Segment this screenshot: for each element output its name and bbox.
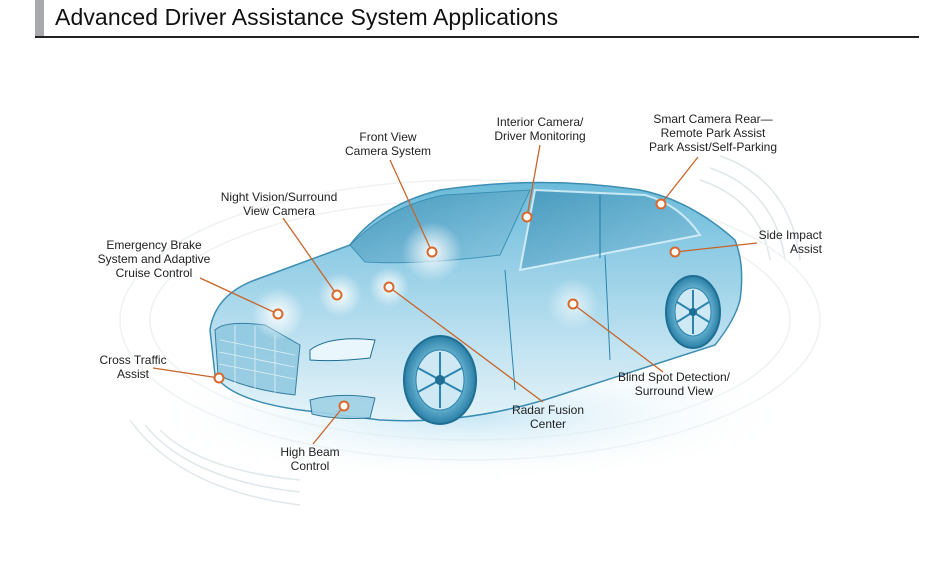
label-emergency-brake: Emergency Brake System and Adaptive Crui… [97, 238, 211, 280]
marker-side-impact [669, 246, 681, 258]
marker-radar-fusion [383, 281, 395, 293]
car-illustration [209, 181, 743, 425]
door-line [504, 254, 611, 391]
rear-wheel [665, 275, 721, 349]
leader-emergency-brake [199, 277, 279, 315]
label-smart-camera-rear: Smart Camera Rear— Remote Park Assist Pa… [648, 112, 778, 154]
marker-interior-camera [521, 211, 533, 223]
leader-lines [152, 144, 758, 445]
marker-high-beam [338, 400, 350, 412]
page-title: Advanced Driver Assistance System Applic… [55, 4, 559, 30]
marker-night-vision [331, 289, 343, 301]
leader-side-impact [674, 242, 758, 253]
leader-radar-fusion [388, 286, 544, 403]
title-bar: Advanced Driver Assistance System Applic… [35, 0, 919, 38]
label-night-vision: Night Vision/Surround View Camera [220, 190, 338, 218]
marker-front-view-camera [426, 246, 438, 258]
label-cross-traffic: Cross Traffic Assist [99, 353, 167, 381]
label-side-impact: Side Impact Assist [758, 228, 822, 256]
side-windows [518, 188, 702, 272]
label-blind-spot: Blind Spot Detection/ Surround View [617, 370, 731, 398]
grille [214, 322, 301, 396]
label-radar-fusion: Radar Fusion Center [511, 403, 585, 431]
marker-cross-traffic [213, 372, 225, 384]
leader-night-vision [282, 217, 338, 296]
leader-smart-camera-rear [660, 156, 699, 205]
marker-smart-camera-rear [655, 198, 667, 210]
leader-blind-spot [572, 303, 664, 373]
leader-front-view-camera [389, 159, 433, 253]
label-high-beam: High Beam Control [280, 445, 340, 473]
marker-emergency-brake [272, 308, 284, 320]
headlight [309, 338, 376, 362]
label-front-view-camera: Front View Camera System [344, 130, 432, 158]
title-accent-bar [35, 0, 44, 36]
leader-high-beam [312, 405, 345, 445]
sensor-markers [213, 198, 681, 412]
leader-cross-traffic [152, 367, 220, 379]
leader-interior-camera [526, 144, 541, 218]
label-interior-camera: Interior Camera/ Driver Monitoring [494, 115, 586, 143]
marker-blind-spot [567, 298, 579, 310]
front-wheel [403, 335, 477, 425]
